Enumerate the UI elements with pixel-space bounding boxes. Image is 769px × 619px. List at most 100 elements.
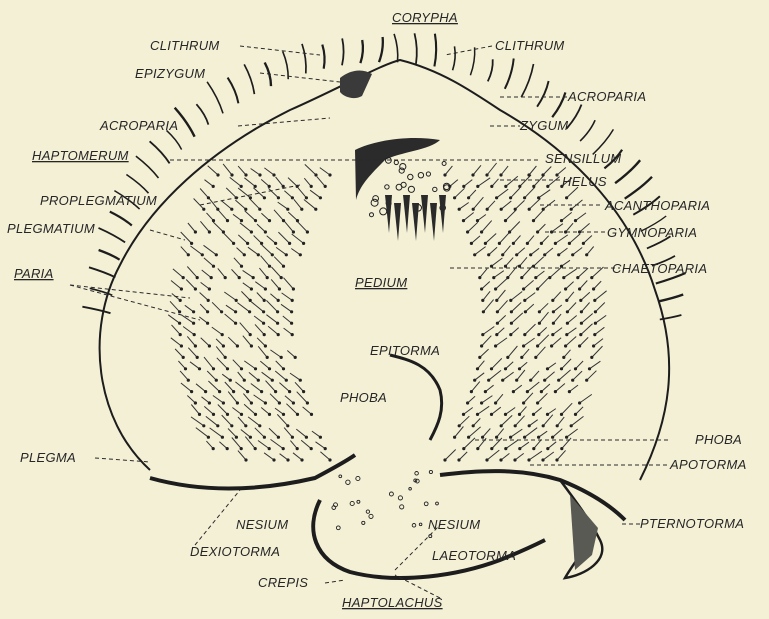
parial-hair [171, 281, 181, 290]
seta-socket [250, 287, 253, 290]
parial-hair [529, 199, 540, 210]
sensillum-pore [371, 199, 378, 206]
parial-hair [298, 222, 308, 232]
seta-socket [443, 173, 446, 176]
parial-hair [249, 372, 258, 380]
seta-socket [564, 287, 567, 290]
parial-hair [240, 323, 251, 335]
seta-socket [514, 424, 517, 427]
parial-hair [531, 371, 539, 380]
seta-socket [262, 310, 265, 313]
seta-socket [202, 208, 205, 211]
label-acroparia-left: ACROPARIA [99, 118, 178, 133]
seta-socket [226, 367, 229, 370]
parial-hair [230, 177, 242, 186]
parial-hair [534, 257, 544, 267]
seta-socket [476, 219, 479, 222]
marginal-seta [82, 307, 110, 314]
seta-socket [537, 333, 540, 336]
parial-hair [482, 396, 493, 403]
seta-socket [202, 424, 205, 427]
seta-socket [513, 458, 516, 461]
parial-hair [301, 440, 311, 448]
parial-hair [188, 223, 196, 232]
parial-hair [200, 189, 208, 198]
parial-hair [228, 337, 237, 346]
marginal-seta [537, 81, 549, 107]
seta-socket [240, 447, 243, 450]
seta-socket [310, 447, 313, 450]
parial-hair [525, 293, 535, 301]
seta-socket [504, 367, 507, 370]
marginal-seta [207, 82, 223, 114]
label-nesium-left: NESIUM [236, 517, 288, 532]
seta-socket [518, 367, 521, 370]
seta-socket [532, 185, 535, 188]
parial-hair [580, 223, 590, 232]
seta-socket [510, 322, 513, 325]
parial-hair [175, 349, 183, 358]
parial-hair [480, 269, 487, 278]
marginal-seta [453, 46, 456, 70]
parial-hair [224, 292, 236, 300]
seta-socket [226, 447, 229, 450]
seta-socket [574, 413, 577, 416]
laeotorma-line [440, 471, 625, 520]
seta-socket [515, 379, 518, 382]
seta-socket [576, 276, 579, 279]
seta-socket [453, 436, 456, 439]
parial-hair [261, 408, 269, 415]
seta-socket [215, 253, 218, 256]
parial-hair [217, 358, 228, 369]
seta-socket [594, 322, 597, 325]
helus-spine [412, 203, 419, 241]
parial-hair [205, 180, 214, 187]
seta-socket [570, 208, 573, 211]
seta-socket [536, 230, 539, 233]
nesium-pore [369, 514, 373, 518]
seta-socket [554, 242, 557, 245]
seta-socket [212, 219, 215, 222]
parial-hair [567, 303, 576, 312]
parial-hair [483, 300, 493, 312]
seta-socket [481, 436, 484, 439]
seta-socket [249, 436, 252, 439]
parial-hair [190, 362, 200, 369]
seta-socket [296, 447, 299, 450]
parial-hair [475, 373, 485, 380]
parial-hair [258, 346, 267, 357]
parial-hair [298, 188, 306, 198]
parial-hair [171, 338, 182, 346]
seta-socket [268, 367, 271, 370]
seta-socket [484, 390, 487, 393]
seta-socket [571, 253, 574, 256]
parial-hair [185, 305, 194, 312]
parial-hair [538, 224, 546, 232]
parial-hair [270, 394, 279, 403]
parial-hair [566, 337, 577, 347]
parial-hair [520, 257, 528, 266]
parial-hair [497, 290, 506, 300]
seta-socket [212, 367, 215, 370]
parial-hair [278, 202, 288, 209]
marginal-seta [136, 156, 159, 178]
seta-socket [527, 173, 530, 176]
parial-hair [304, 178, 311, 186]
sensillum-pore [433, 187, 437, 191]
parial-hair [243, 270, 254, 277]
parial-hair [181, 383, 192, 392]
seta-socket [485, 173, 488, 176]
seta-socket [234, 322, 237, 325]
seta-socket [277, 196, 280, 199]
parial-hair [567, 292, 574, 301]
seta-socket [271, 379, 274, 382]
parial-hair [543, 167, 551, 176]
seta-socket [540, 390, 543, 393]
seta-socket [266, 356, 269, 359]
parial-hair [264, 453, 274, 460]
seta-socket [566, 310, 569, 313]
parial-hair [286, 404, 297, 415]
seta-socket [182, 276, 185, 279]
seta-socket [257, 379, 260, 382]
seta-socket [568, 242, 571, 245]
